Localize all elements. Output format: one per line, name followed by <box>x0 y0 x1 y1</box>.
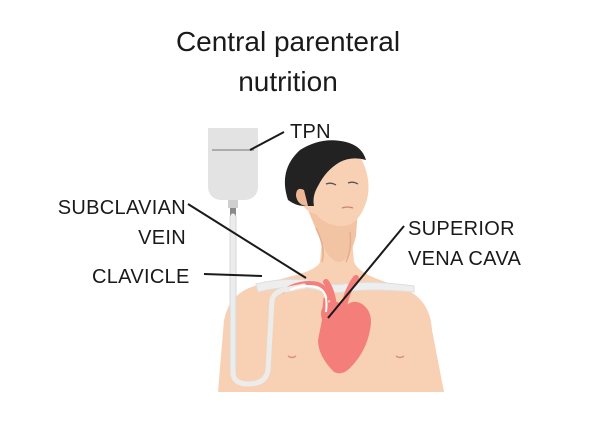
iv-tube-outline <box>229 216 237 372</box>
eye-right <box>347 181 359 185</box>
diagram-title: Central parenteral nutrition <box>0 22 576 102</box>
title-line-2: nutrition <box>238 66 338 97</box>
mouth <box>341 206 354 209</box>
eye-left <box>325 182 337 186</box>
nipple-right <box>395 355 405 359</box>
hair <box>284 140 366 206</box>
label-subclavian-vein: SUBCLAVIAN VEIN <box>57 197 186 249</box>
leader-clavicle <box>203 273 263 277</box>
neck-shadow <box>315 227 352 263</box>
nipple-left <box>287 355 297 359</box>
tpn-bag-port <box>228 200 238 208</box>
label-clavicle: CLAVICLE <box>92 266 190 288</box>
label-superior-vena-cava: SUPERIOR VENA CAVA <box>408 218 522 270</box>
tpn-bag <box>208 128 258 200</box>
heart <box>318 301 371 374</box>
title-line-1: Central parenteral <box>175 26 401 57</box>
iv-tube <box>230 213 307 387</box>
aortic-arch <box>323 275 359 309</box>
leader-superior-vena-cava <box>327 225 405 319</box>
leader-subclavian-vein <box>187 203 307 279</box>
label-tpn: TPN <box>290 121 331 143</box>
tpn-drip-connector <box>230 208 236 216</box>
central-line-catheter <box>289 285 328 313</box>
leader-tpn <box>249 131 285 151</box>
ear <box>296 188 308 206</box>
